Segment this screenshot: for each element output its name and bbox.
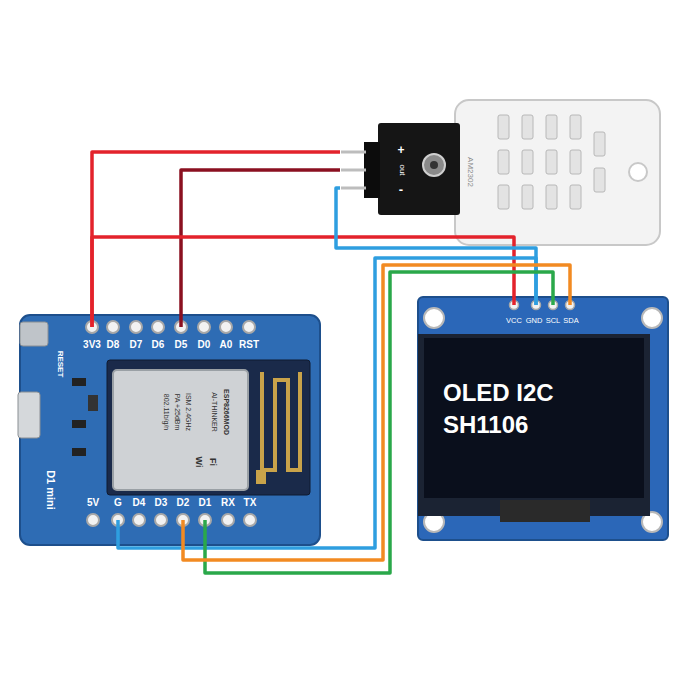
node-title: D1 mini [45,470,56,510]
chip-marking: AI-THINKER [211,392,218,432]
pin-label: SCL [546,317,561,325]
node-title: AM2302 [466,157,474,187]
pin-label: G [114,498,122,508]
jumper-wire [92,152,340,327]
pin-label: SDA [563,317,578,325]
oled-module [418,297,668,540]
pin-label: D1 [199,498,212,508]
pin-label: D2 [177,498,190,508]
pin-label: D3 [155,498,168,508]
pin-label: D5 [175,340,188,350]
pin-label: D8 [107,340,120,350]
pin-label: VCC [506,317,522,325]
pin-label: + [397,144,404,156]
microcontroller-board: D1 mini [20,327,320,520]
board-pin-holes [86,321,256,526]
node-title: OLED I2C SH1106 [443,377,613,442]
pin-label: D6 [152,340,165,350]
pin-label: D7 [130,340,143,350]
pin-label: D0 [198,340,211,350]
pin-label: 5V [87,498,99,508]
sensor-module: AM2302 [340,100,660,245]
jumper-wire [336,188,536,305]
d1-mini-board [18,315,320,545]
pin-label: D4 [133,498,146,508]
jumper-wire [181,170,340,327]
jumper-wire [92,237,514,327]
pin-label: RST [239,340,259,350]
pin-label: out [398,164,406,175]
logo-text: Fi [208,458,217,466]
pin-label: GND [526,317,543,325]
chip-marking: ISM 2.4GHz [185,393,192,431]
dht22-module [341,100,660,245]
button-label: RESET [56,351,64,378]
pin-label: 3V3 [83,340,101,350]
pin-label: A0 [220,340,233,350]
oled-display: OLED I2C SH1106 [418,305,668,540]
pin-label: RX [221,498,235,508]
chip-marking: ESP8266MOD [223,389,230,435]
logo-text: Wi [194,457,203,468]
chip-marking: PA +25dBm [174,394,181,431]
pin-label: TX [244,498,257,508]
pin-label: - [399,183,403,196]
chip-marking: 802.11b/g/n [163,394,170,430]
